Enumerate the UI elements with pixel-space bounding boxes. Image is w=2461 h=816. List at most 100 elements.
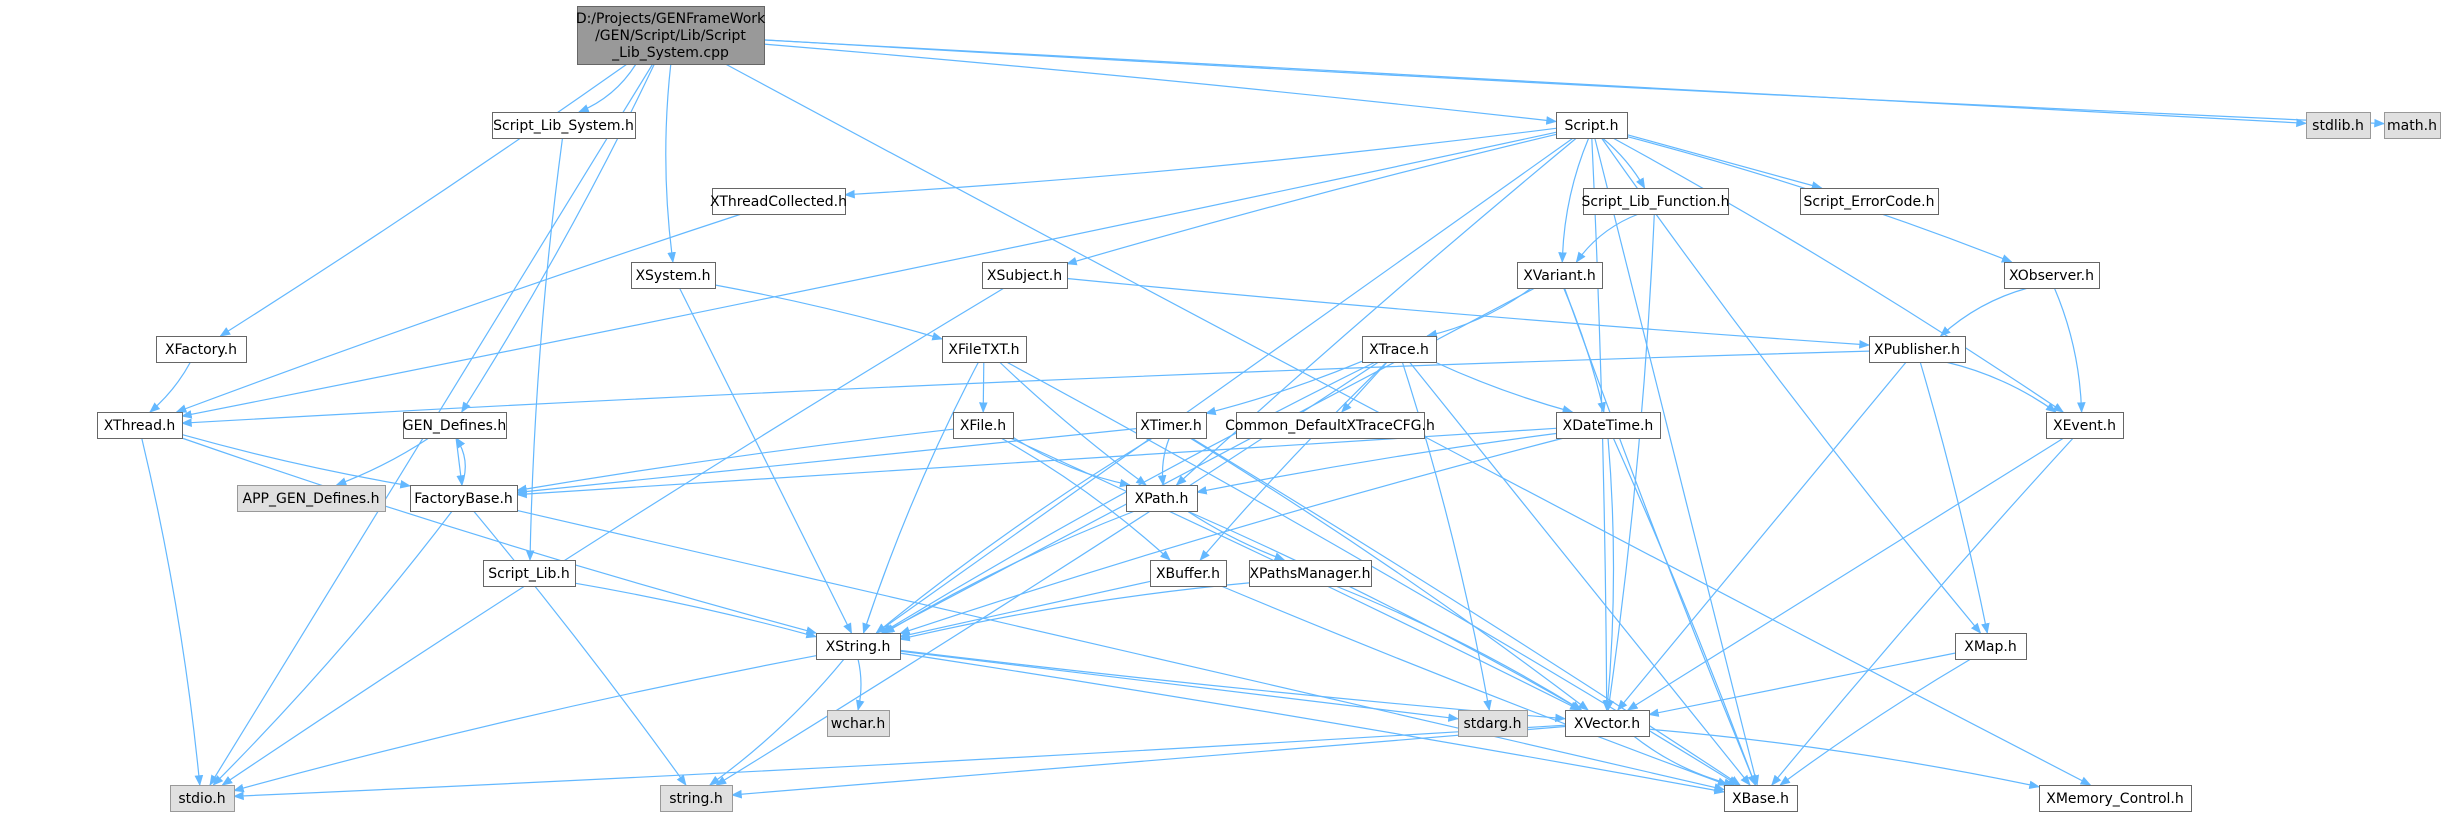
node-xtrace-h[interactable]: XTrace.h [1362,336,1437,363]
node-xfiletxt-h[interactable]: XFileTXT.h [942,336,1027,363]
node-script-lib-function-h[interactable]: Script_Lib_Function.h [1581,188,1730,215]
node-stdlib-h: stdlib.h [2306,112,2371,139]
node-xtimer-h[interactable]: XTimer.h [1136,412,1207,439]
node-box [1955,633,2027,660]
edge-xstring_h-to-stdarg_h [899,650,1460,722]
node-xfile-h[interactable]: XFile.h [953,412,1014,439]
node-label: XThreadCollected.h [710,194,847,210]
edge-xstring_h-to-stdio_h [232,655,817,793]
edge-xtimer_h-to-xstring_h [875,437,1153,634]
node-root[interactable]: D:/Projects/GENFrameWork/GEN/Script/Lib/… [576,6,766,65]
node-label: XSystem.h [635,268,710,284]
node-xfactory-h[interactable]: XFactory.h [156,336,247,363]
node-box [953,412,1014,439]
edge-xfactory_h-to-xthread_h [149,361,192,413]
node-label: XMemory_Control.h [2046,791,2183,807]
node-xpathsmanager-h[interactable]: XPathsManager.h [1249,560,1372,587]
edge-xtimer_h-to-factorybase_h [515,428,1137,496]
edge-xbuffer_h-to-xstring_h [898,580,1151,639]
edge-xpathsmanager_h-to-xstring_h [898,582,1250,642]
node-box [631,262,716,289]
node-label: XVector.h [1574,716,1640,732]
node-label: XString.h [826,639,891,655]
node-box [2306,112,2371,139]
node-script-h[interactable]: Script.h [1556,112,1628,139]
edge-root-to-script_h [763,43,1558,125]
node-label: FactoryBase.h [414,491,513,507]
node-box [403,412,507,439]
node-box [827,710,890,737]
node-xevent-h[interactable]: XEvent.h [2046,412,2124,439]
node-xobserver-h[interactable]: XObserver.h [2004,262,2100,289]
node-common-defaultxtracecfg-h[interactable]: Common_DefaultXTraceCFG.h [1225,412,1435,439]
edge-xtrace_h-to-xstring_h [880,361,1376,634]
edge-xthread_h-to-factorybase_h [181,434,412,489]
node-stdio-h: stdio.h [170,785,235,812]
node-factorybase-h[interactable]: FactoryBase.h [410,485,518,512]
node-label: stdlib.h [2312,118,2364,134]
node-xbuffer-h[interactable]: XBuffer.h [1150,560,1227,587]
node-xsubject-h[interactable]: XSubject.h [982,262,1068,289]
node-gen-defines-h[interactable]: GEN_Defines.h [403,412,507,439]
edge-xvariant_h-to-xdatetime_h [1563,287,1606,414]
edge-script_lib_system_h-to-script_lib_h [525,137,564,562]
node-box [982,262,1068,289]
node-label: XEvent.h [2053,418,2116,434]
edge-xfile_h-to-xpath_h [1012,436,1131,488]
node-box [1249,560,1372,587]
edge-script_h-to-xbase_h [1594,137,1760,787]
node-script-errorcode-h[interactable]: Script_ErrorCode.h [1800,188,1939,215]
node-script-lib-h[interactable]: Script_Lib.h [483,560,576,587]
node-box [1869,336,1966,363]
node-xmemory-control-h[interactable]: XMemory_Control.h [2039,785,2192,812]
node-xbase-h[interactable]: XBase.h [1724,785,1798,812]
node-label: stdio.h [178,791,225,807]
node-label: GEN_Defines.h [403,418,506,434]
node-label: Script_ErrorCode.h [1804,194,1935,210]
edge-xsubject_h-to-xpublisher_h [1066,277,1871,349]
node-label: XBuffer.h [1156,566,1220,582]
nodes-layer: D:/Projects/GENFrameWork/GEN/Script/Lib/… [97,6,2441,812]
node-xthread-h[interactable]: XThread.h [97,412,183,439]
node-box [410,485,518,512]
edge-script_lib_function_h-to-xvariant_h [1575,213,1639,263]
edge-factorybase_h-to-gen_defines_h [455,437,466,486]
edge-xtrace_h-to-xdatetime_h [1434,361,1574,414]
edge-xthread_h-to-xstring_h [181,437,818,635]
node-xvariant-h[interactable]: XVariant.h [1517,262,1603,289]
node-xstring-h[interactable]: XString.h [816,633,901,660]
node-box [816,633,901,660]
node-label: Script.h [1565,118,1619,134]
edge-xtrace_h-to-xbuffer_h [1199,361,1388,561]
node-box [1136,412,1207,439]
node-label: XMap.h [1964,639,2016,655]
node-box [2039,785,2192,812]
node-box [1583,188,1729,215]
node-xvector-h[interactable]: XVector.h [1565,710,1650,737]
node-xmap-h[interactable]: XMap.h [1955,633,2027,660]
edge-xvariant_h-to-xtrace_h [1426,287,1532,339]
node-xpath-h[interactable]: XPath.h [1126,485,1198,512]
node-string-h: string.h [660,785,733,812]
edge-xsystem_h-to-xfiletxt_h [714,284,944,341]
node-label: XPublisher.h [1874,342,1960,358]
node-label: XTimer.h [1140,418,1201,434]
edge-xpublisher_h-to-xmap_h [1919,361,1990,635]
node-script-lib-system-h[interactable]: Script_Lib_System.h [492,112,636,139]
node-xdatetime-h[interactable]: XDateTime.h [1556,412,1661,439]
node-box [1556,412,1661,439]
node-box [1565,710,1650,737]
node-label: XFile.h [960,418,1006,434]
node-label: XBase.h [1732,791,1789,807]
node-xpublisher-h[interactable]: XPublisher.h [1869,336,1966,363]
node-label: XObserver.h [2009,268,2094,284]
edge-script_h-to-xvariant_h [1558,137,1590,264]
node-box [237,485,386,512]
node-xthreadcollected-h[interactable]: XThreadCollected.h [710,188,847,215]
node-label: XTrace.h [1369,342,1429,358]
node-box [1724,785,1798,812]
node-label: XPathsManager.h [1249,566,1370,582]
node-box [97,412,183,439]
node-xsystem-h[interactable]: XSystem.h [631,262,716,289]
